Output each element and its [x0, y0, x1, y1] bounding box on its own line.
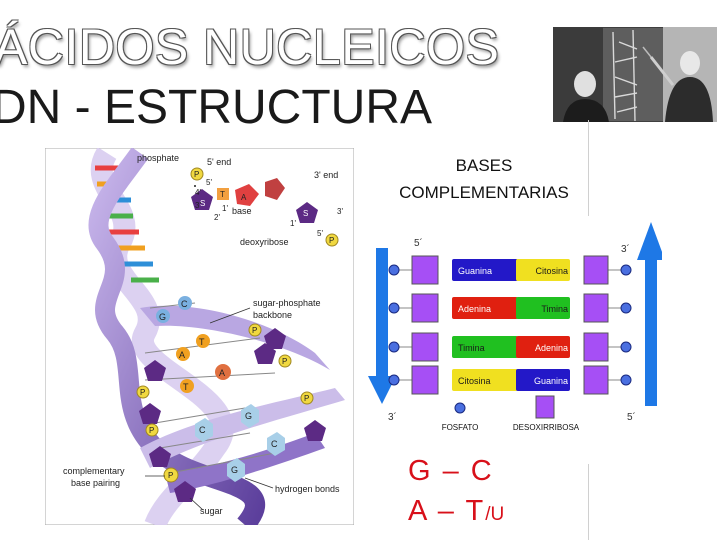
label-4p: 4'	[195, 188, 201, 197]
base-a-top: A	[241, 193, 247, 202]
base-left-label-2: Timina	[458, 343, 485, 353]
phosphate-left-1	[389, 303, 399, 313]
phos-3: P	[140, 388, 145, 397]
label-sugar: sugar	[200, 506, 223, 516]
legend-phosphate-circle	[455, 403, 465, 413]
end-5-right: 5´	[627, 411, 636, 423]
base-right-label-0: Citosina	[535, 266, 568, 276]
right-arrow-shaft	[645, 256, 657, 406]
base-right-label-3: Guanina	[534, 376, 568, 386]
bases-title-line-1: BASES	[355, 152, 613, 179]
phosphate-right-3	[621, 375, 631, 385]
label-deoxyribose: deoxyribose	[240, 237, 289, 247]
base-g-1: G	[159, 312, 166, 322]
phos-4: P	[304, 394, 309, 403]
legend-sugar-rect	[536, 396, 554, 418]
base-g-3: G	[231, 465, 238, 475]
base-t-1: T	[199, 337, 205, 347]
title-line-2: DN - ESTRUCTURA	[0, 80, 432, 135]
base-c-3: C	[271, 439, 278, 449]
label-3p-b: 3'	[337, 207, 343, 216]
sugar-right-2	[584, 333, 608, 361]
legend-sugar-label: DESOXIRRIBOSA	[513, 423, 580, 432]
label-5p-a: 5'	[206, 178, 212, 187]
bases-complementarias-title: BASES COMPLEMENTARIAS	[355, 152, 613, 206]
phosphate-left-3	[389, 375, 399, 385]
sugar-left-2	[412, 333, 438, 361]
base-right-label-2: Adenina	[535, 343, 568, 353]
sugar-left-1	[412, 294, 438, 322]
formula-u-sub: /U	[485, 504, 504, 525]
label-backbone-2: backbone	[253, 310, 292, 320]
sugar-right-0	[584, 256, 608, 284]
base-left-label-1: Adenina	[458, 304, 491, 314]
formula-a-t: A – T/U	[408, 495, 504, 528]
label-pairing-2: base pairing	[71, 478, 120, 488]
end-5-left: 5´	[414, 237, 423, 249]
label-1p-a: 1'	[222, 204, 228, 213]
label-5p-b: 5'	[317, 229, 323, 238]
formula-a-t-main: A – T	[408, 495, 485, 527]
label-hydrogen-bonds: hydrogen bonds	[275, 484, 340, 494]
sugar-left-0	[412, 256, 438, 284]
bases-title-line-2: COMPLEMENTARIAS	[355, 179, 613, 206]
sugar-right-1	[584, 294, 608, 322]
base-a-2: A	[219, 368, 225, 378]
base-c-1: C	[181, 299, 188, 309]
label-base: base	[232, 206, 252, 216]
sugar-left-3	[412, 366, 438, 394]
label-5-end: 5' end	[207, 157, 231, 167]
scientists-photo	[553, 27, 717, 122]
legend-phosphate-label: FOSFATO	[442, 423, 479, 432]
phosphate-p-right: P	[329, 236, 334, 245]
phos-1: P	[252, 326, 257, 335]
title-line-1: ÁCIDOS NUCLEICOS	[0, 18, 499, 76]
base-c-2: C	[199, 425, 206, 435]
phos-2: P	[282, 357, 287, 366]
dna-structure-diagram: P S T A S P phosphate 5' end 3' end 5' 4…	[45, 148, 354, 525]
phos-5: P	[149, 426, 154, 435]
label-3p-a: 3'	[195, 201, 201, 210]
phosphate-left-2	[389, 342, 399, 352]
phosphate-p-top: P	[194, 170, 199, 179]
phosphate-right-2	[621, 342, 631, 352]
base-g-2: G	[245, 411, 252, 421]
phosphate-right-1	[621, 303, 631, 313]
sugar-right-3	[584, 366, 608, 394]
end-3-left: 3´	[388, 411, 397, 423]
base-t-top: T	[220, 190, 225, 199]
base-left-label-0: Guanina	[458, 266, 492, 276]
sugar-s-right: S	[303, 209, 308, 218]
formula-g-c: G – C	[408, 455, 494, 488]
base-a-1: A	[179, 350, 185, 360]
phosphate-left-0	[389, 265, 399, 275]
phosphate-right-0	[621, 265, 631, 275]
label-pairing-1: complementary	[63, 466, 125, 476]
end-3-right: 3´	[621, 243, 630, 255]
left-arrow-shaft	[376, 248, 388, 380]
label-phosphate: phosphate	[137, 153, 179, 163]
base-t-2: T	[183, 382, 189, 392]
base-left-label-3: Citosina	[458, 376, 491, 386]
label-1p-b: 1'	[290, 219, 296, 228]
base-right-label-1: Timina	[541, 304, 568, 314]
label-backbone-1: sugar-phosphate	[253, 298, 321, 308]
label-2p: 2'	[214, 213, 220, 222]
label-3-end: 3' end	[314, 170, 338, 180]
phos-6: P	[168, 471, 173, 480]
